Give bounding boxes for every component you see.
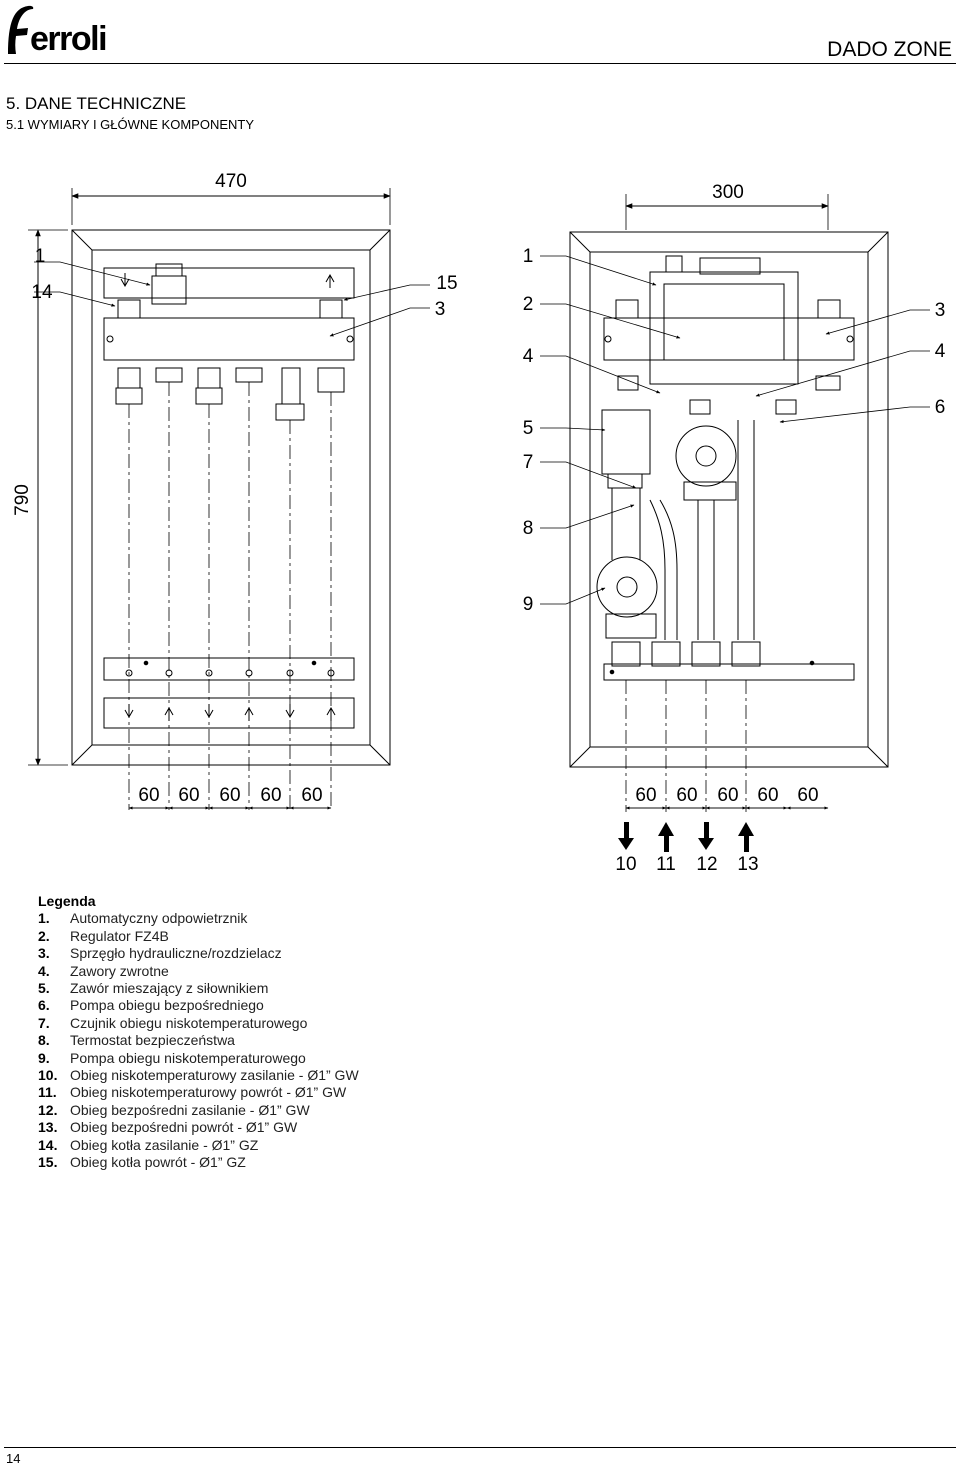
spacing-right-5: 60: [797, 785, 818, 806]
spacing-left-4: 60: [260, 785, 281, 806]
spacing-left-2: 60: [178, 785, 199, 806]
legend-item: 7. Czujnik obiegu niskotemperaturowego: [38, 1015, 359, 1032]
legend-item-number: 1.: [38, 910, 50, 927]
legend-item-number: 3.: [38, 945, 50, 962]
dim-height-left: 790: [12, 484, 33, 516]
legend-item-text: Zawór mieszający z siłownikiem: [70, 980, 269, 997]
callout-right-1: 1: [523, 246, 534, 267]
callout-right-2: 2: [523, 294, 534, 315]
legend-item-number: 14.: [38, 1136, 58, 1153]
legend-item-text: Pompa obiegu bezpośredniego: [70, 997, 264, 1014]
callout-right-6: 6: [935, 397, 946, 418]
legend-item: 9. Pompa obiegu niskotemperaturowego: [38, 1050, 359, 1067]
legend-item: 3. Sprzęgło hydrauliczne/rozdzielacz: [38, 945, 359, 962]
legend-item-text: Sprzęgło hydrauliczne/rozdzielacz: [70, 945, 282, 962]
legend-item-text: Obieg kotła zasilanie - Ø1” GZ: [70, 1136, 259, 1153]
callout-left-15: 15: [436, 273, 457, 294]
callout-right-9: 9: [523, 594, 534, 615]
legend-item-number: 12.: [38, 1101, 58, 1118]
callout-left-14: 14: [31, 282, 53, 303]
right-view: [540, 194, 930, 852]
footer-divider: [4, 1447, 956, 1448]
spacing-left-5: 60: [301, 785, 322, 806]
legend-item: 15. Obieg kotła powrót - Ø1” GZ: [38, 1154, 359, 1171]
svg-text:erroli: erroli: [30, 20, 106, 58]
port-label-11: 11: [656, 854, 676, 875]
left-view: [28, 188, 430, 810]
legend-item-number: 10.: [38, 1067, 58, 1084]
legend-item-text: Termostat bezpieczeństwa: [70, 1032, 235, 1049]
legend-item-text: Obieg bezpośredni powrót - Ø1” GW: [70, 1119, 298, 1136]
legend-item-text: Zawory zwrotne: [70, 962, 169, 979]
legend-item: 12. Obieg bezpośredni zasilanie - Ø1” GW: [38, 1102, 359, 1119]
section-title: 5. DANE TECHNICZNE: [6, 94, 187, 113]
legend-item-number: 5.: [38, 980, 50, 997]
legend-list: 1. Automatyczny odpowietrznik 2. Regulator …: [38, 910, 359, 1171]
legend-item-text: Obieg bezpośredni zasilanie - Ø1” GW: [70, 1101, 310, 1118]
legend-item-number: 4.: [38, 962, 50, 979]
legend-item: 2. Regulator FZ4B: [38, 928, 359, 945]
legend-item-text: Obieg kotła powrót - Ø1” GZ: [70, 1154, 246, 1171]
legend-item: 14. Obieg kotła zasilanie - Ø1” GZ: [38, 1137, 359, 1154]
callout-right-8: 8: [523, 518, 534, 539]
legend-item: 6. Pompa obiegu bezpośredniego: [38, 997, 359, 1014]
legend-item-text: Obieg niskotemperaturowy powrót - Ø1” GW: [70, 1084, 347, 1101]
legend-item-text: Obieg niskotemperaturowy zasilanie - Ø1”…: [70, 1067, 359, 1084]
port-label-10: 10: [615, 854, 636, 875]
page-number: 14: [6, 1451, 21, 1466]
spacing-left-3: 60: [219, 785, 240, 806]
ferroli-logo: erroli: [8, 5, 108, 58]
legend-item-number: 9.: [38, 1049, 50, 1066]
port-label-12: 12: [696, 854, 717, 875]
spacing-right-3: 60: [717, 785, 738, 806]
legend-item-number: 13.: [38, 1119, 58, 1136]
legend-item-text: Pompa obiegu niskotemperaturowego: [70, 1049, 306, 1066]
legend-item-text: Czujnik obiegu niskotemperaturowego: [70, 1014, 308, 1031]
legend-item-text: Regulator FZ4B: [70, 927, 169, 944]
legend-item-number: 2.: [38, 927, 50, 944]
spacing-right-1: 60: [635, 785, 656, 806]
legend-item: 10. Obieg niskotemperaturowy zasilanie - …: [38, 1067, 359, 1084]
document-title: DADO ZONE: [827, 38, 952, 61]
dim-width-left: 470: [215, 171, 247, 192]
legend-item-number: 8.: [38, 1032, 50, 1049]
callout-right-4b: 4: [935, 341, 946, 362]
legend-item: 4. Zawory zwrotne: [38, 963, 359, 980]
port-label-13: 13: [737, 854, 758, 875]
callout-left-1: 1: [35, 246, 46, 267]
subsection-title: 5.1 WYMIARY I GŁÓWNE KOMPONENTY: [6, 117, 255, 132]
legend-item: 13. Obieg bezpośredni powrót - Ø1” GW: [38, 1119, 359, 1136]
legend-item: 5. Zawór mieszający z siłownikiem: [38, 980, 359, 997]
legend-item-number: 6.: [38, 997, 50, 1014]
legend-item-number: 7.: [38, 1014, 50, 1031]
legend: Legenda 1. Automatyczny odpowietrznik 2. Re…: [38, 893, 359, 1172]
spacing-left-1: 60: [138, 785, 159, 806]
legend-item-text: Automatyczny odpowietrznik: [70, 910, 248, 927]
spacing-right-2: 60: [676, 785, 697, 806]
legend-item: 1. Automatyczny odpowietrznik: [38, 910, 359, 927]
legend-item-number: 15.: [38, 1154, 58, 1171]
callout-right-7: 7: [523, 452, 534, 473]
legend-item: 8. Termostat bezpieczeństwa: [38, 1032, 359, 1049]
dim-width-right: 300: [712, 182, 744, 203]
legend-title: Legenda: [38, 893, 96, 909]
callout-right-5: 5: [523, 418, 534, 439]
header-divider: [4, 63, 956, 64]
technical-drawing: 470 790 300 1 14 15 3 1 2 4 5 7 8 9 3 4 …: [12, 171, 946, 875]
spacing-right-4: 60: [757, 785, 778, 806]
legend-item-number: 11.: [38, 1084, 57, 1101]
callout-right-3: 3: [935, 300, 946, 321]
callout-left-3: 3: [435, 299, 446, 320]
legend-item: 11. Obieg niskotemperaturowy powrót - Ø1”…: [38, 1084, 359, 1101]
callout-right-4a: 4: [523, 346, 534, 367]
